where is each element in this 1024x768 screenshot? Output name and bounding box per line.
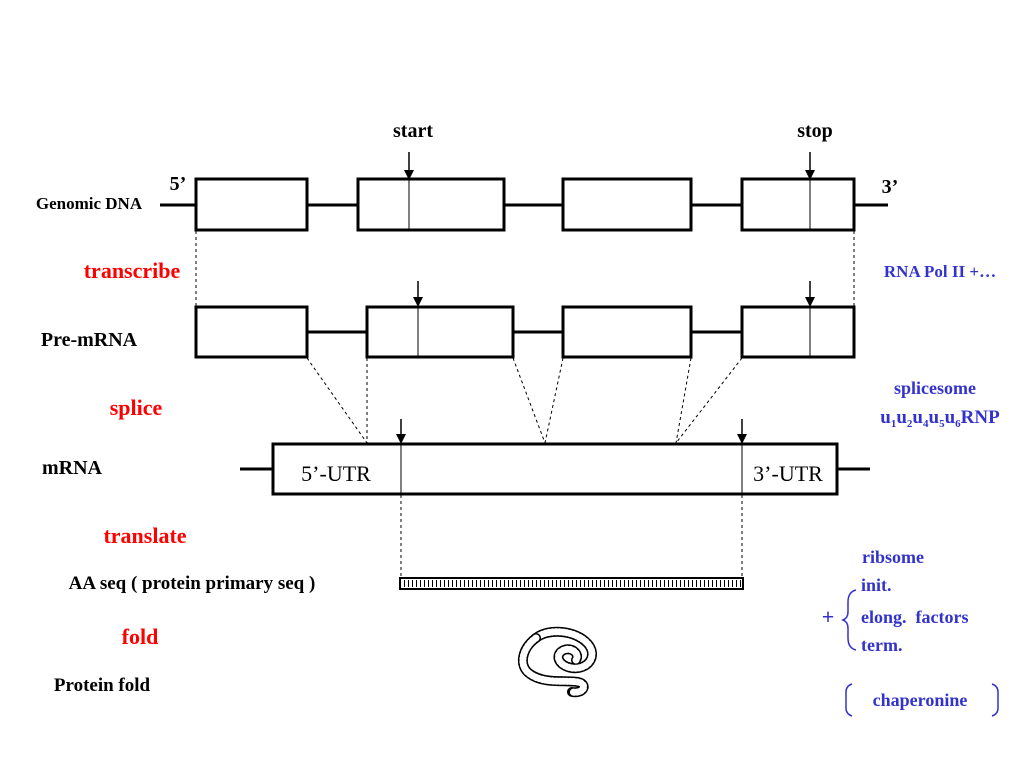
- pre-mrna-track: [194, 305, 856, 359]
- mrna-track: [240, 442, 870, 496]
- start-label: start: [393, 120, 433, 142]
- start-arrow-genomic: [404, 152, 414, 180]
- utr5-label: 5’-UTR: [301, 461, 371, 486]
- aa-seq-label: AA seq ( protein primary seq ): [69, 573, 316, 594]
- stop-arrow-genomic: [805, 152, 815, 180]
- rna-pol-label: RNA Pol II +…: [884, 262, 996, 281]
- premrna-exon-3: [561, 305, 693, 359]
- three-prime-label: 3’: [882, 176, 899, 198]
- mrna-box: [271, 442, 839, 496]
- snrnp-label: u1u2u4u5u6RNP: [880, 407, 1000, 430]
- elong-label: elong. factors: [861, 607, 968, 627]
- genomic-exon-3: [561, 177, 693, 232]
- utr3-label: 3’-UTR: [753, 461, 823, 486]
- spliceosome-label: splicesome: [894, 378, 976, 398]
- genomic-dna-label: Genomic DNA: [36, 194, 143, 213]
- folded-protein-icon: [517, 626, 597, 698]
- genomic-exon-1: [194, 177, 309, 232]
- start-arrow-premrna: [413, 281, 423, 307]
- premrna-exon-1: [194, 305, 309, 359]
- aa-seq-chain: [399, 577, 744, 590]
- term-label: term.: [861, 635, 902, 655]
- start-arrow-mrna: [396, 419, 406, 444]
- ribosome-label: ribsome: [862, 547, 924, 567]
- premrna-exon-4: [740, 305, 856, 359]
- genomic-exon-2: [356, 177, 506, 232]
- stop-label: stop: [797, 120, 833, 142]
- transcribe-label: transcribe: [84, 258, 181, 283]
- chaperonine-right-bracket: [991, 683, 999, 717]
- mrna-label: mRNA: [42, 457, 103, 479]
- factors-brace: [840, 589, 857, 651]
- genomic-exon-4: [740, 177, 856, 232]
- init-label: init.: [861, 575, 892, 595]
- stop-arrow-premrna: [805, 281, 815, 307]
- splice-label: splice: [110, 395, 163, 420]
- fold-label: fold: [122, 624, 159, 649]
- chaperonine-left-bracket: [845, 683, 853, 717]
- five-prime-label: 5’: [170, 173, 187, 195]
- protein-fold-label: Protein fold: [54, 675, 151, 696]
- chaperonine-label: chaperonine: [873, 690, 968, 710]
- premrna-exon-2: [365, 305, 515, 359]
- translate-label: translate: [103, 523, 186, 548]
- plus-label: +: [822, 604, 835, 629]
- splice-guides: [306, 357, 743, 444]
- stop-arrow-mrna: [737, 419, 747, 444]
- genomic-dna-track: [160, 177, 888, 232]
- pre-mrna-label: Pre-mRNA: [41, 329, 138, 351]
